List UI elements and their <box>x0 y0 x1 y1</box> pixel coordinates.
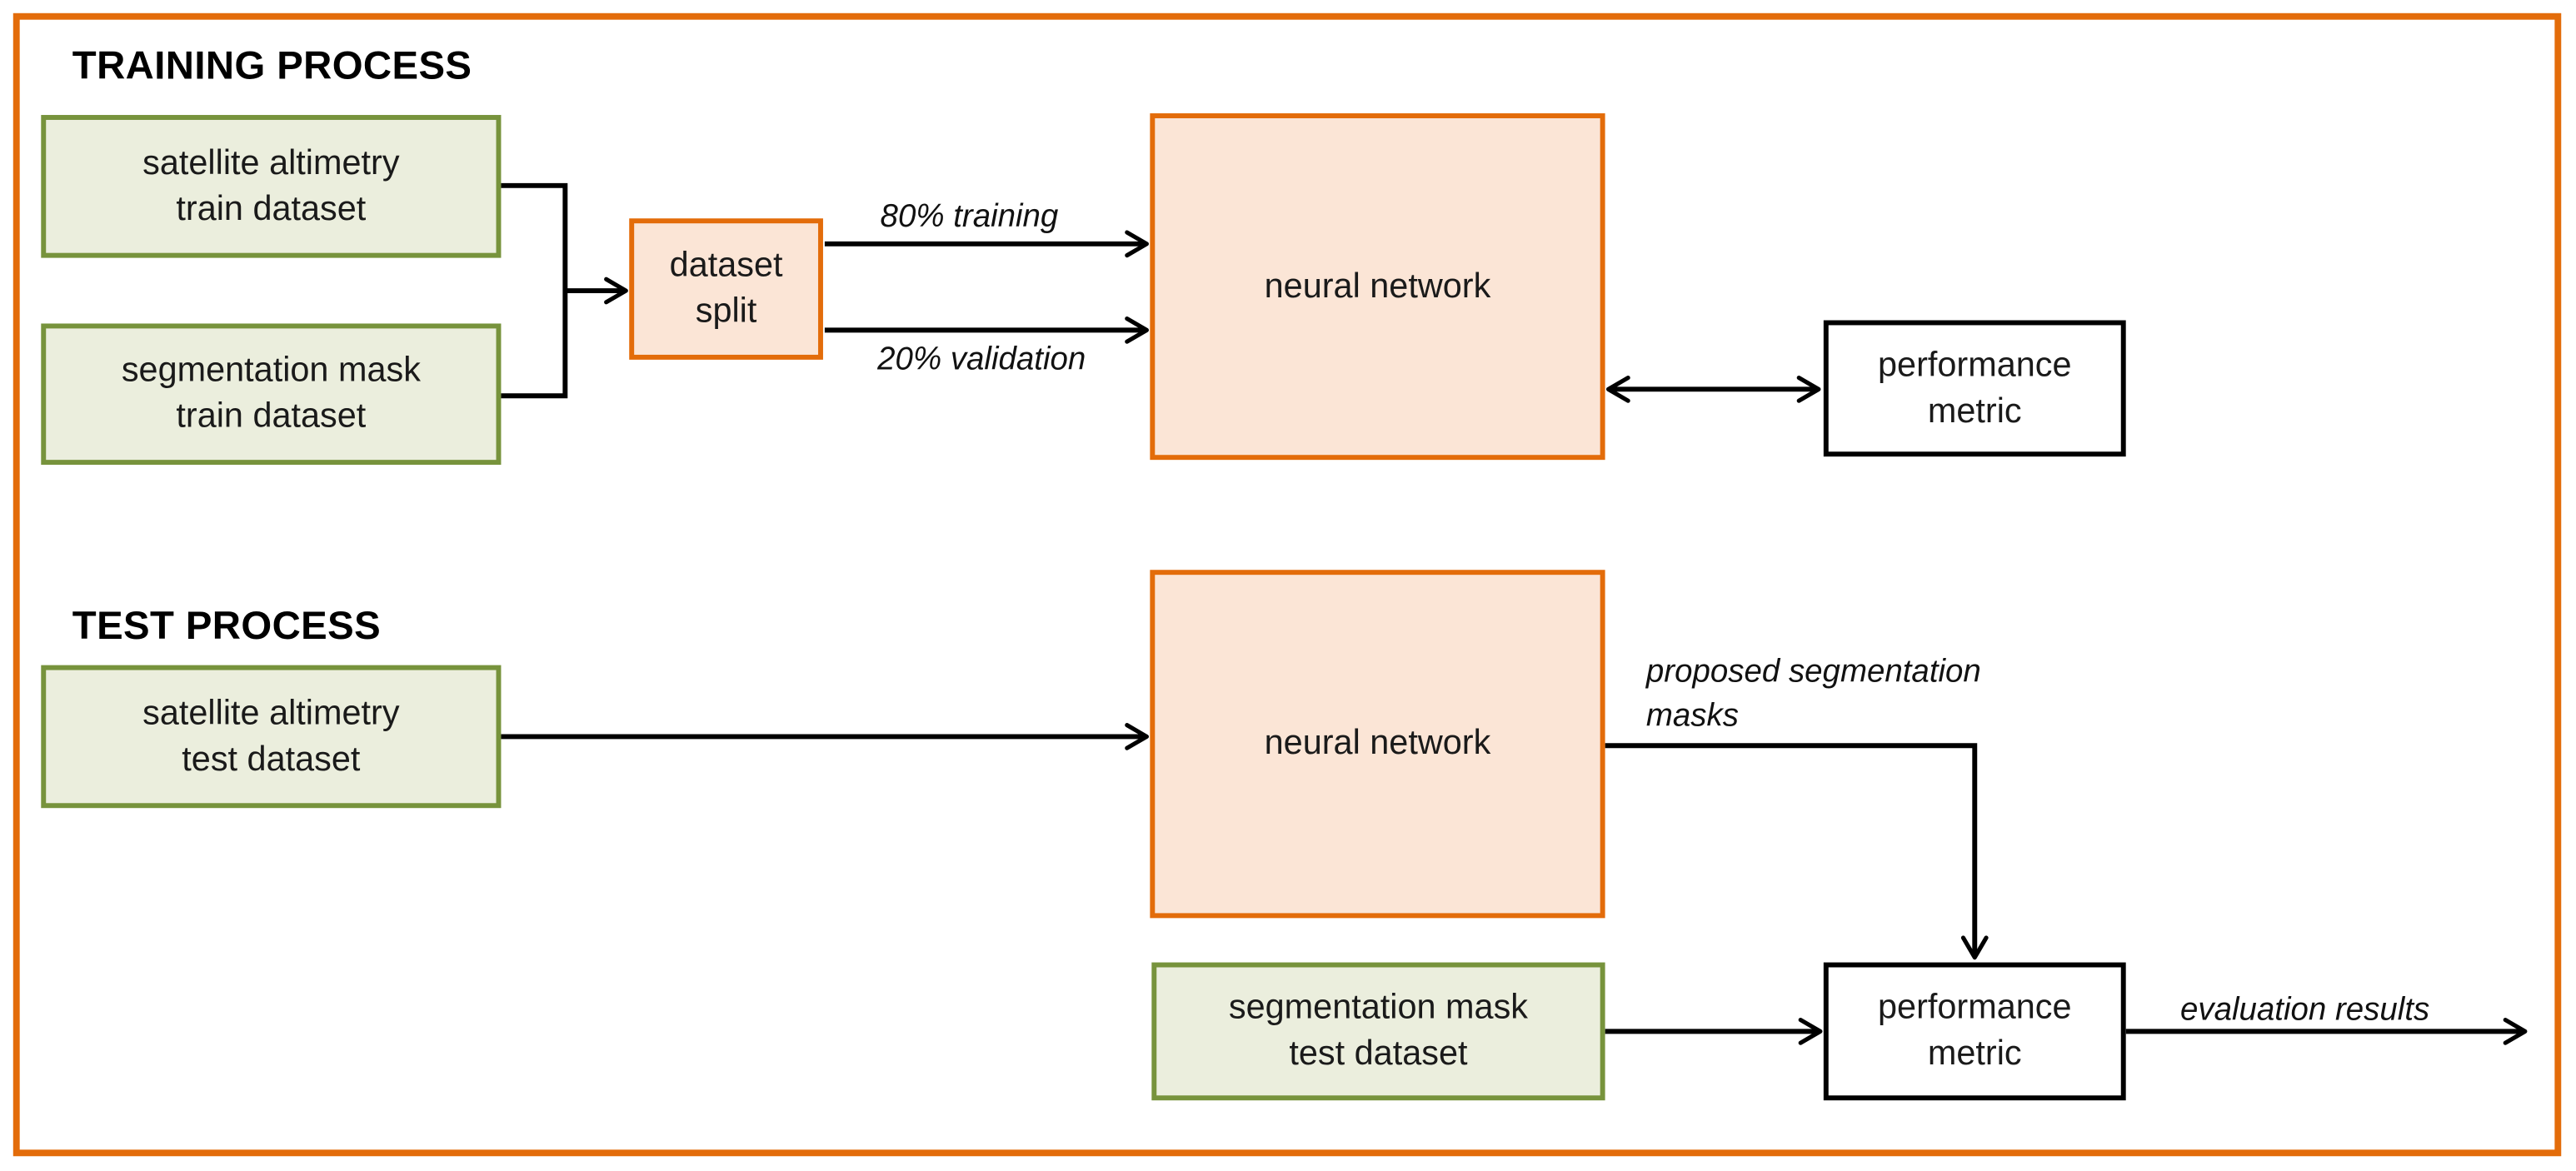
box-label-line: train dataset <box>176 189 367 228</box>
box-label-line: segmentation mask <box>121 351 421 390</box>
box-label-line: neural network <box>1264 724 1491 762</box>
box-label-line: train dataset <box>176 397 367 436</box>
label-20-percent-validation: 20% validation <box>877 341 1086 378</box>
neural-network-training-box: neural network <box>1150 113 1605 461</box>
box-label-line: metric <box>1927 391 2022 430</box>
box-label-line: neural network <box>1264 267 1491 305</box>
segmentation-mask-train-dataset-box: segmentation mask train dataset <box>41 323 502 466</box>
box-label-line: segmentation mask <box>1228 989 1528 1027</box>
training-process-title: TRAINING PROCESS <box>72 44 472 89</box>
dataset-split-box: dataset split <box>629 218 823 360</box>
performance-metric-training-box: performance metric <box>1823 320 2126 457</box>
box-label-line: metric <box>1927 1034 2022 1073</box>
box-label-line: performance <box>1878 346 2072 384</box>
satellite-altimetry-test-dataset-box: satellite altimetry test dataset <box>41 665 502 809</box>
box-label-line: dataset <box>669 246 783 285</box>
connector-train-datasets-bracket <box>501 182 568 399</box>
label-evaluation-results: evaluation results <box>2179 992 2430 1029</box>
neural-network-test-box: neural network <box>1150 570 1605 919</box>
test-process-title: TEST PROCESS <box>72 604 382 649</box>
box-label-line: satellite altimetry <box>142 694 400 732</box>
box-label-line: performance <box>1878 989 2072 1027</box>
box-label-line: satellite altimetry <box>142 143 400 182</box>
box-label-line: test dataset <box>1289 1034 1468 1073</box>
segmentation-mask-test-dataset-box: segmentation mask test dataset <box>1151 962 1605 1101</box>
label-80-percent-training: 80% training <box>880 198 1059 235</box>
satellite-altimetry-train-dataset-box: satellite altimetry train dataset <box>41 115 502 258</box>
box-label-line: split <box>695 292 757 331</box>
performance-metric-test-box: performance metric <box>1823 962 2126 1101</box>
arrow-proposed-masks-elbow <box>1605 743 1989 960</box>
box-label-line: test dataset <box>182 740 361 778</box>
label-line: proposed <box>1645 653 1780 690</box>
label-line: segmentation masks <box>1645 653 1981 735</box>
label-proposed-segmentation-masks: proposed segmentation masks <box>1646 650 2040 739</box>
